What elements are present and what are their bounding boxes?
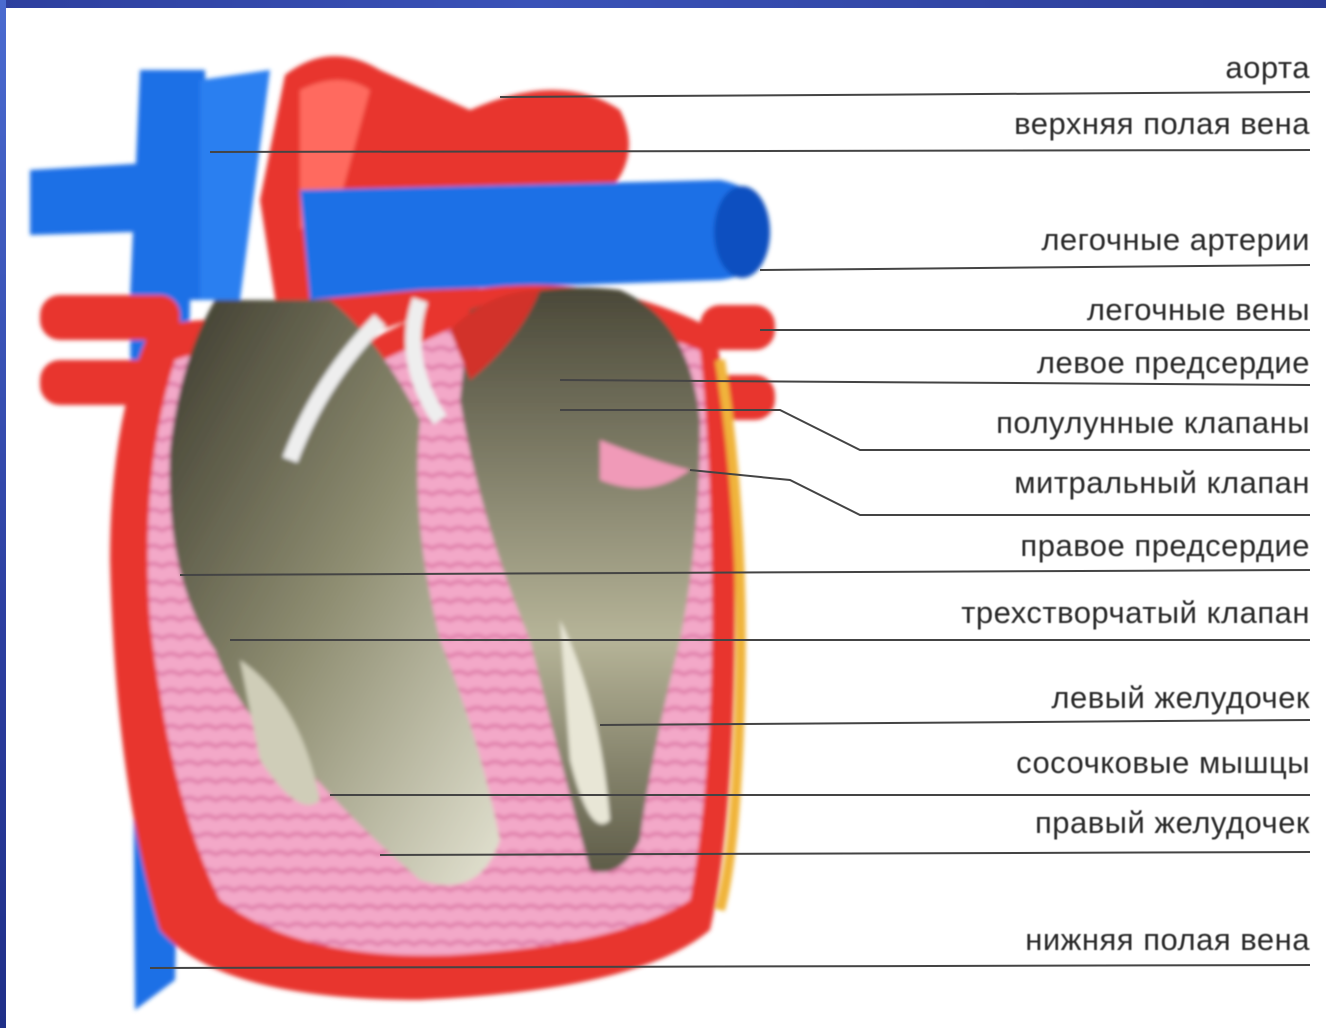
label-superior-vena-cava: верхняя полая вена (1014, 106, 1310, 142)
label-pulmonary-veins: легочные вены (1087, 292, 1310, 328)
leader-line-aorta (500, 92, 1310, 97)
label-inferior-vena-cava: нижняя полая вена (1025, 922, 1310, 958)
label-mitral-valve: митральный клапан (1014, 465, 1310, 501)
label-tricuspid-valve: трехстворчатый клапан (961, 595, 1310, 631)
label-papillary-muscles: сосочковые мышцы (1016, 745, 1310, 781)
label-left-ventricle: левый желудочек (1051, 680, 1310, 716)
label-left-atrium: левое предсердие (1037, 345, 1310, 381)
label-aorta: аорта (1225, 50, 1310, 86)
label-pulmonary-arteries: легочные артерии (1041, 222, 1310, 258)
pulmonary-artery-shape (300, 180, 770, 300)
leader-line-pulmonary-arteries (760, 265, 1310, 270)
label-right-atrium: правое предсердие (1020, 528, 1310, 564)
label-right-ventricle: правый желудочек (1035, 805, 1310, 841)
label-semilunar-valves: полулунные клапаны (996, 405, 1310, 441)
